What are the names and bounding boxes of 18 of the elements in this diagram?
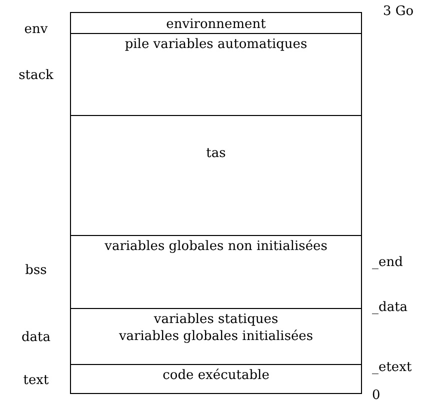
segment-name: text bbox=[22, 373, 50, 388]
segment-name: stack bbox=[18, 68, 54, 83]
address-label: _data bbox=[372, 300, 408, 315]
address-label: 0 bbox=[372, 388, 380, 403]
segment-label: variables globales initialisées bbox=[118, 328, 314, 345]
memory-segment bbox=[70, 115, 362, 236]
segment-label: code exécutable bbox=[162, 367, 270, 384]
segment-name: bss bbox=[24, 263, 48, 278]
segment-name: env bbox=[23, 22, 49, 37]
segment-label: variables globales non initialisées bbox=[104, 238, 328, 255]
address-label: _end bbox=[372, 255, 403, 270]
address-label: 3 Go bbox=[383, 4, 414, 19]
segment-label: variables statiques bbox=[152, 311, 280, 328]
address-label: _etext bbox=[372, 360, 412, 375]
segment-label: tas bbox=[205, 145, 227, 162]
segment-label: pile variables automatiques bbox=[124, 36, 308, 53]
segment-name: data bbox=[20, 330, 52, 345]
segment-label: environnement bbox=[165, 16, 267, 33]
